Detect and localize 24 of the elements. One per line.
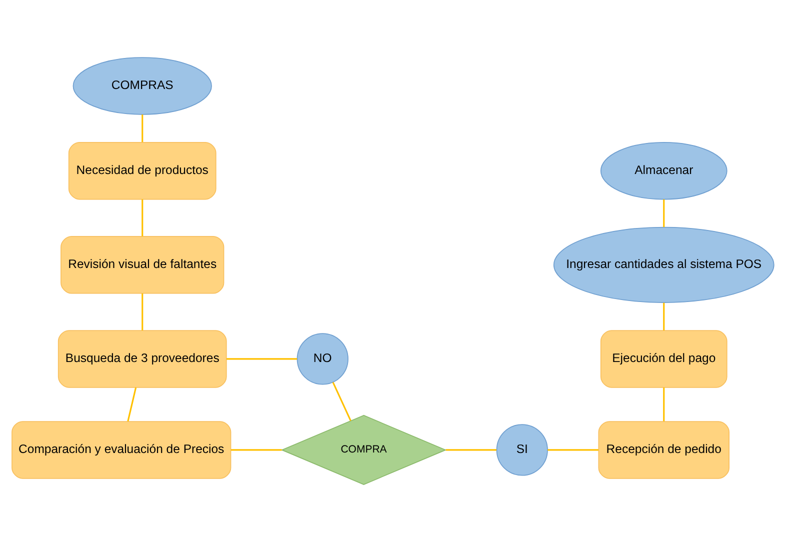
connector	[663, 199, 665, 228]
node-box: Busqueda de 3 proveedores	[58, 330, 227, 388]
connector	[230, 449, 282, 451]
node-box: Comparación y evaluación de Precios	[12, 421, 232, 479]
node-circle: SI	[496, 424, 548, 476]
node-box: Necesidad de productos	[68, 142, 216, 200]
connector	[226, 358, 298, 360]
node-ellipse: COMPRAS	[72, 57, 212, 115]
connector	[663, 302, 665, 330]
node-box: Recepción de pedido	[598, 421, 730, 479]
node-ellipse: Almacenar	[600, 142, 728, 200]
connector	[127, 387, 137, 422]
connector	[446, 449, 496, 451]
connector	[142, 199, 144, 236]
connector	[548, 449, 598, 451]
connector	[332, 382, 352, 422]
node-box: Revisión visual de faltantes	[60, 236, 224, 294]
connector	[142, 293, 144, 330]
node-circle: NO	[296, 333, 348, 385]
node-diamond: COMPRA	[280, 414, 447, 485]
node-box: Ejecución del pago	[600, 330, 728, 388]
connector	[663, 388, 665, 422]
connector	[142, 114, 144, 142]
node-ellipse: Ingresar cantidades al sistema POS	[553, 226, 774, 303]
